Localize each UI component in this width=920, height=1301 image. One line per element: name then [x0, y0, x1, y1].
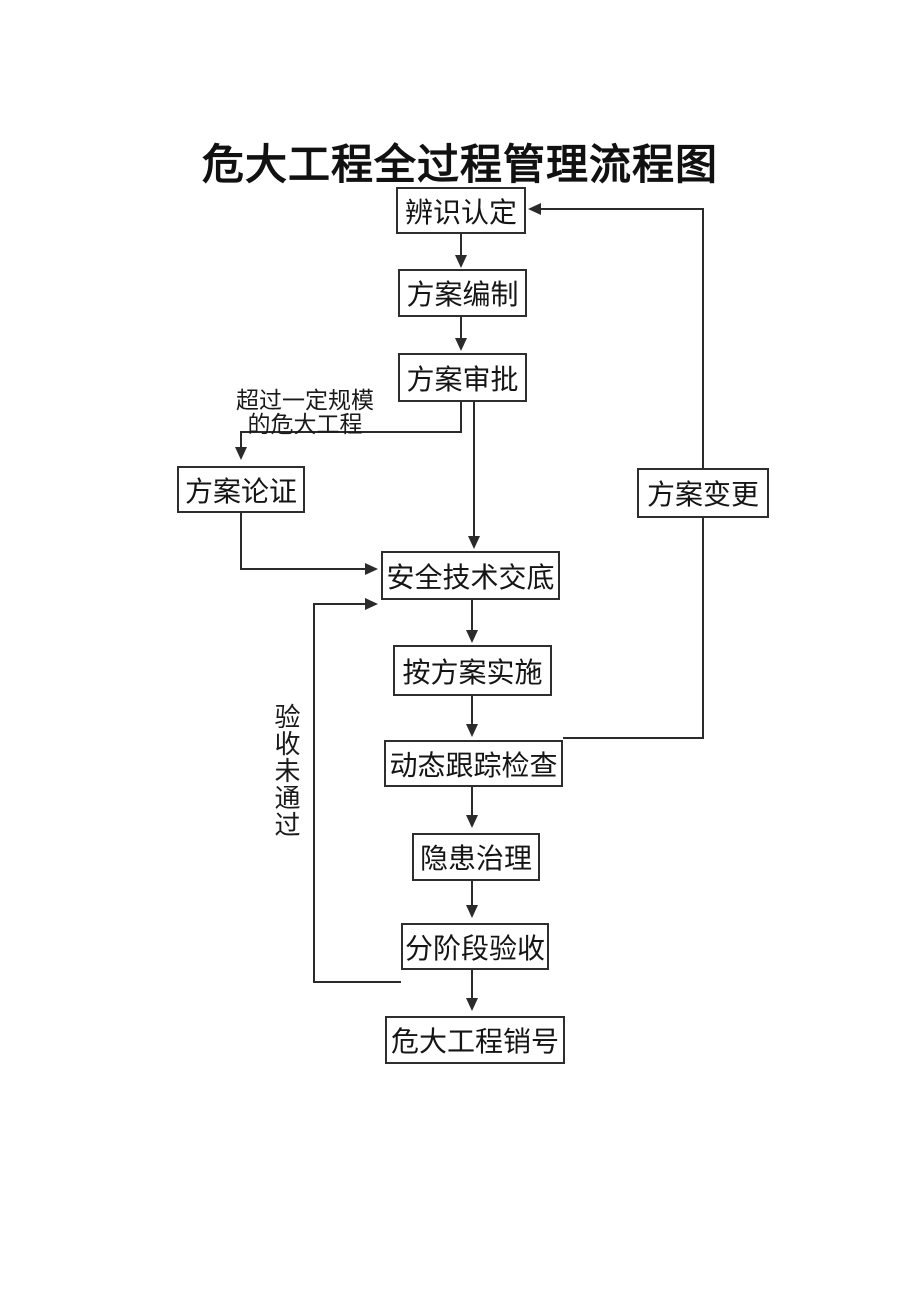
- node-plan-demonstration: 方案论证: [177, 466, 305, 513]
- arrow-down-icon: [455, 255, 467, 268]
- arrow-right-icon: [365, 598, 378, 610]
- edge-label-over-scale-line1: 超过一定规模: [236, 387, 374, 413]
- arrow-down-icon: [466, 998, 478, 1011]
- node-project-closeout: 危大工程销号: [385, 1016, 565, 1064]
- arrow-down-icon: [466, 724, 478, 737]
- edge-change-identify-vertical: [702, 208, 704, 468]
- edge-inspection-hazard-line: [471, 787, 473, 816]
- node-identify-label: 辨识认定: [404, 196, 517, 228]
- node-project-closeout-label: 危大工程销号: [390, 1026, 559, 1057]
- node-implement: 按方案实施: [393, 645, 552, 696]
- arrow-right-icon: [365, 563, 378, 575]
- node-identify: 辨识认定: [396, 187, 526, 234]
- arrow-down-icon: [466, 630, 478, 643]
- arrow-down-icon: [466, 905, 478, 918]
- edge-label-over-scale: 超过一定规模 的危大工程: [228, 388, 382, 436]
- page-title: 危大工程全过程管理流程图: [201, 141, 718, 188]
- node-plan-approval: 方案审批: [398, 353, 527, 402]
- edge-identify-compile-line: [460, 233, 462, 257]
- node-dynamic-inspection-label: 动态跟踪检查: [389, 749, 558, 781]
- edge-inspection-change-horizontal: [563, 737, 704, 739]
- node-dynamic-inspection: 动态跟踪检查: [384, 740, 563, 787]
- edge-loopback-bottom: [313, 981, 401, 983]
- edge-approval-demonstration-horizontal: [240, 431, 462, 433]
- edge-approval-demonstration-down: [460, 402, 462, 433]
- edge-compile-approval-line: [460, 317, 462, 340]
- edge-demonstration-disclosure-horizontal: [240, 568, 366, 570]
- edge-implement-inspection-line: [471, 696, 473, 725]
- arrow-down-icon: [468, 536, 480, 549]
- edge-disclosure-implement-line: [471, 600, 473, 631]
- node-plan-compile: 方案编制: [398, 269, 527, 317]
- edge-demonstration-disclosure-down: [240, 513, 242, 570]
- edge-loopback-vertical: [313, 603, 315, 983]
- node-safety-disclosure: 安全技术交底: [381, 551, 560, 600]
- edge-change-identify-horizontal: [541, 208, 704, 210]
- arrow-down-icon: [466, 815, 478, 828]
- edge-approval-disclosure-line: [473, 402, 475, 537]
- node-staged-acceptance-label: 分阶段验收: [404, 932, 545, 964]
- node-plan-compile-label: 方案编制: [406, 279, 519, 310]
- node-plan-change-label: 方案变更: [646, 479, 759, 510]
- edge-acceptance-closeout-line: [471, 970, 473, 999]
- edge-hazard-acceptance-line: [471, 881, 473, 906]
- edge-label-acceptance-failed: 验收未通过: [271, 703, 301, 838]
- arrow-down-icon: [455, 338, 467, 351]
- node-plan-demonstration-label: 方案论证: [184, 475, 297, 507]
- node-implement-label: 按方案实施: [402, 656, 543, 688]
- edge-loopback-top: [313, 603, 365, 605]
- node-plan-approval-label: 方案审批: [406, 363, 519, 395]
- edge-label-over-scale-line2: 的危大工程: [247, 411, 363, 437]
- arrow-down-icon: [235, 447, 247, 460]
- arrow-left-icon: [528, 203, 541, 215]
- edge-approval-demonstration-stub: [240, 431, 242, 448]
- node-safety-disclosure-label: 安全技术交底: [386, 561, 555, 593]
- node-staged-acceptance: 分阶段验收: [401, 923, 549, 970]
- node-plan-change: 方案变更: [637, 468, 769, 518]
- node-hazard-treatment: 隐患治理: [412, 833, 540, 881]
- edge-inspection-change-vertical: [702, 518, 704, 739]
- node-hazard-treatment-label: 隐患治理: [419, 843, 532, 874]
